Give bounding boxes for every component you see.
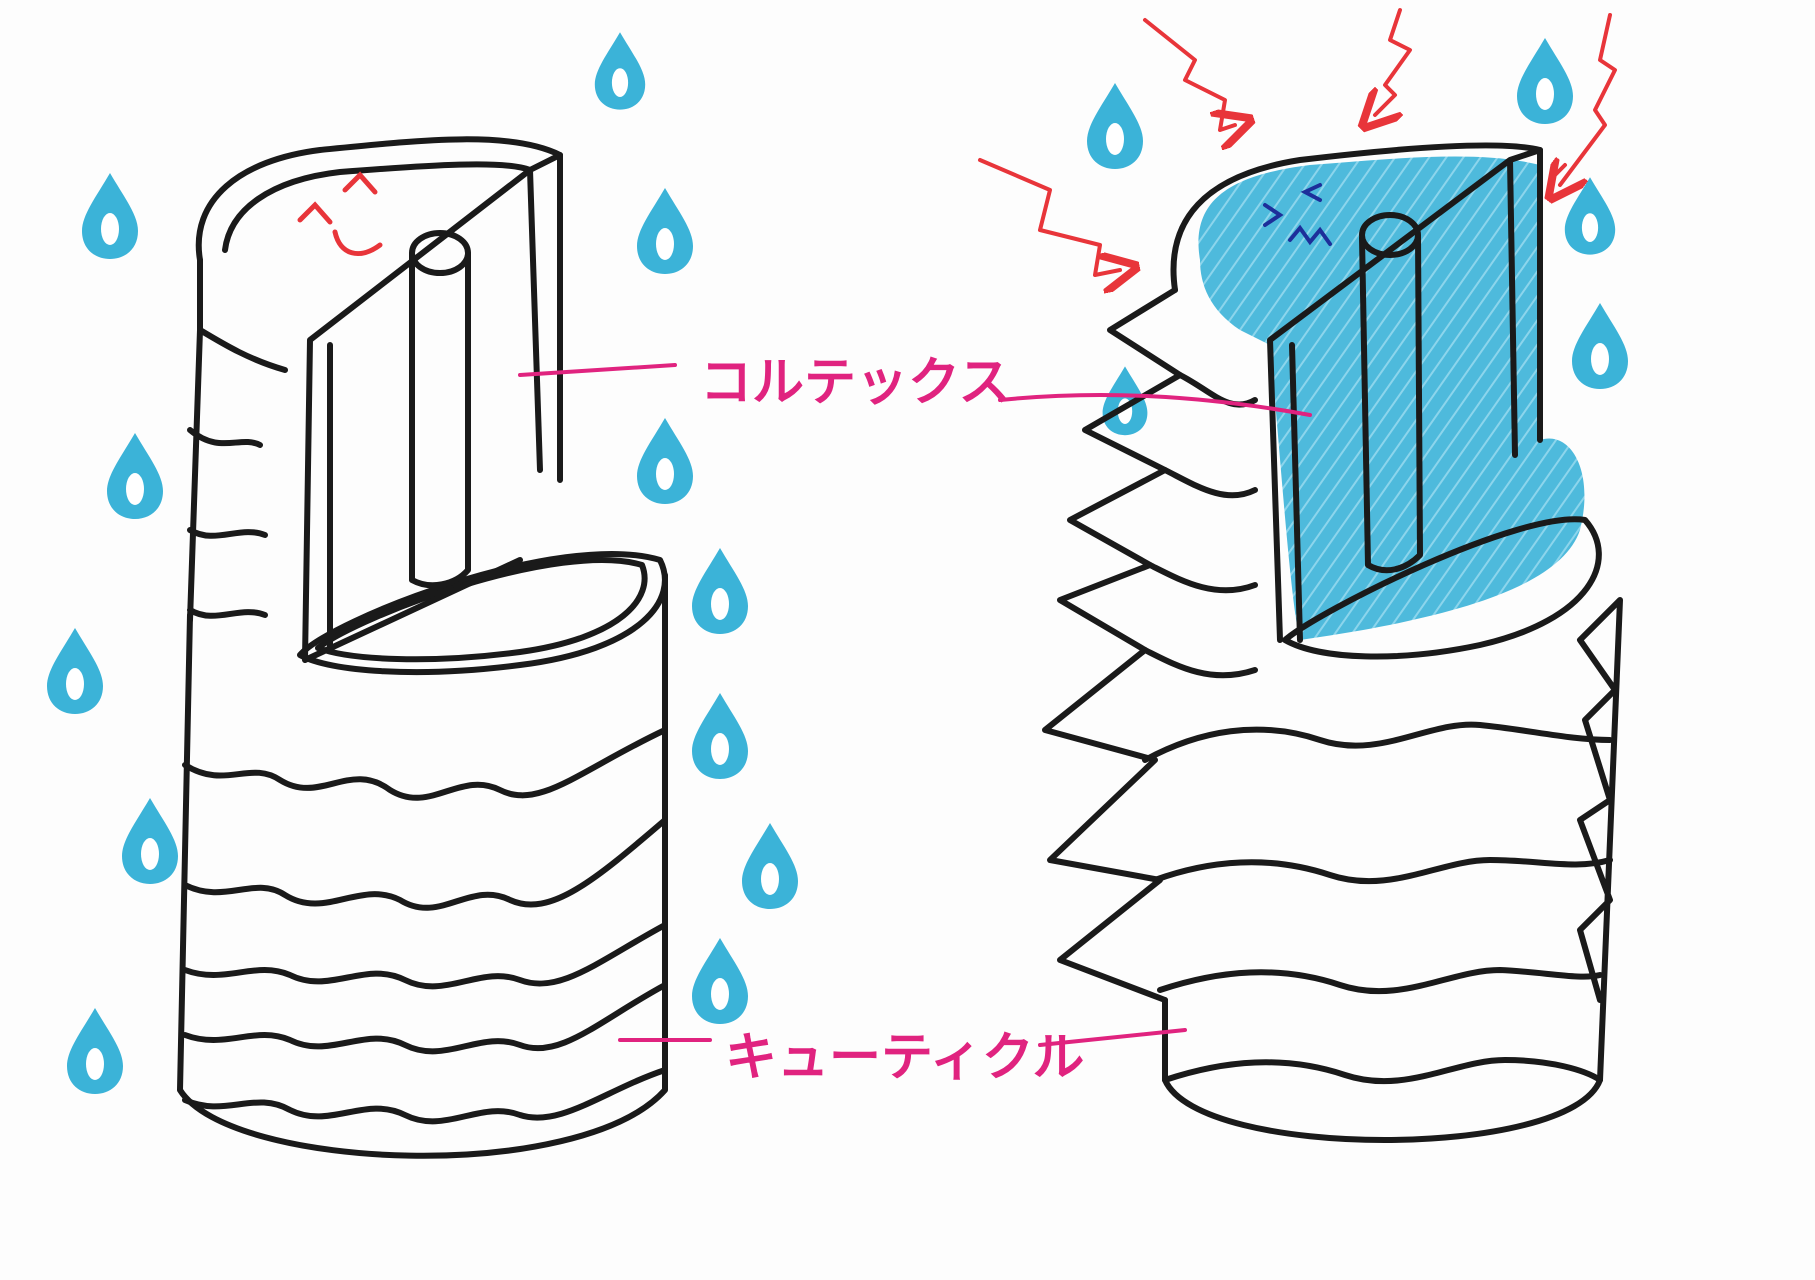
water-drop-highlight bbox=[1536, 78, 1554, 110]
left-lower-rim bbox=[297, 551, 668, 676]
damage-sparks bbox=[978, 8, 1617, 275]
healthy-hair-strand bbox=[177, 136, 668, 1159]
cortex-leader-left bbox=[518, 363, 677, 377]
left-cuticle-band-5 bbox=[182, 1067, 668, 1125]
right-medulla-rod bbox=[1359, 233, 1423, 574]
lightning-arrow-icon bbox=[978, 158, 1120, 275]
water-drop-highlight bbox=[711, 733, 729, 765]
right-cortex-face bbox=[1267, 147, 1543, 643]
lightning-arrow-icon bbox=[1548, 163, 1567, 182]
left-cuticle-band-1 bbox=[182, 727, 668, 801]
right-cuticle-scales bbox=[1042, 287, 1183, 1003]
right-cuticle-band-3 bbox=[1157, 967, 1603, 995]
water-drop-highlight bbox=[1591, 343, 1609, 375]
right-upper-outer bbox=[1170, 142, 1543, 443]
water-drop-highlight bbox=[101, 213, 119, 245]
lightning-arrow-icon bbox=[1143, 18, 1235, 130]
left-medulla-rod bbox=[409, 250, 471, 589]
water-drop-highlight bbox=[711, 978, 729, 1010]
right-lower-rim bbox=[1282, 516, 1602, 660]
cuticle-leader-right bbox=[1038, 1028, 1187, 1047]
water-drop-highlight bbox=[1106, 123, 1124, 155]
water-drop-highlight bbox=[66, 668, 84, 700]
water-drop-highlight bbox=[656, 228, 674, 260]
left-cortex-face bbox=[302, 152, 563, 663]
water-drop-highlight bbox=[611, 68, 629, 97]
happy-face-icon bbox=[297, 171, 383, 256]
left-cuticle-scales bbox=[187, 327, 288, 623]
label-leaders bbox=[518, 363, 1312, 1047]
left-cuticle-band-4 bbox=[182, 982, 668, 1055]
left-cuticle-band-2 bbox=[182, 817, 668, 911]
cortex-leader-right bbox=[998, 393, 1312, 417]
left-upper-outer bbox=[195, 136, 563, 483]
water-drop-highlight bbox=[1581, 213, 1599, 243]
right-cuticle-body bbox=[1162, 597, 1623, 1143]
water-drop-highlight bbox=[761, 863, 779, 895]
left-lower-rim-inner bbox=[315, 557, 648, 663]
right-cuticle-band-4 bbox=[1162, 1057, 1603, 1085]
right-cuticle-scale-waves bbox=[1142, 372, 1258, 679]
cortex-label: コルテックス bbox=[700, 353, 1010, 413]
lightning-arrow-icon bbox=[1560, 13, 1617, 185]
water-drop-highlight bbox=[656, 458, 674, 490]
left-cuticle-body bbox=[177, 572, 668, 1159]
water-drop-highlight bbox=[86, 1048, 104, 1080]
right-cuticle-band-2 bbox=[1152, 857, 1613, 885]
cuticle-label: キューティクル bbox=[725, 1028, 1084, 1088]
water-drop-highlight bbox=[711, 588, 729, 620]
left-cuticle-band-3 bbox=[182, 922, 668, 990]
lightning-arrow-icon bbox=[1375, 8, 1412, 115]
right-cuticle-band-1 bbox=[1142, 721, 1613, 763]
distressed-face-icon bbox=[1263, 183, 1332, 246]
water-drop-highlight bbox=[141, 838, 159, 870]
water-drops bbox=[47, 32, 1628, 1094]
damaged-hair-strand bbox=[1042, 142, 1623, 1143]
left-upper-shell bbox=[197, 161, 543, 473]
water-drop-highlight bbox=[126, 473, 144, 505]
